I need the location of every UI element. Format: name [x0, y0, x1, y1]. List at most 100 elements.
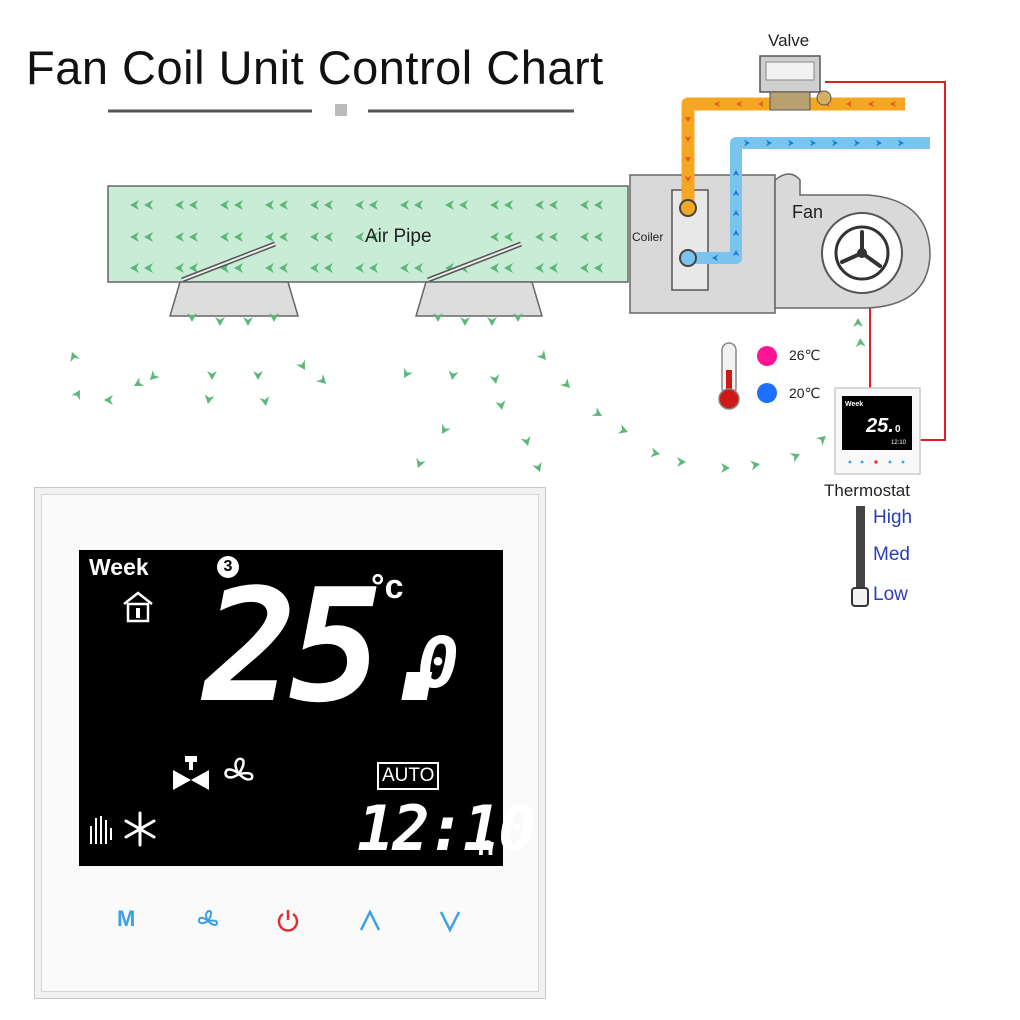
airflow-arrow: [460, 317, 470, 326]
airflow-arrow: [269, 313, 279, 322]
cold-pipe-arrow: [788, 139, 794, 147]
air-pipe-arrow: [130, 263, 139, 273]
air-pipe-arrow: [535, 200, 544, 210]
airflow-arrow: [677, 457, 686, 467]
airflow-arrow: [650, 447, 660, 458]
chart-title: Fan Coil Unit Control Chart: [26, 41, 604, 94]
cold-pipe-arrow: [854, 139, 860, 147]
airflow-arrow: [617, 424, 628, 434]
airflow-arrow: [253, 371, 263, 380]
cold-outlet: [679, 249, 697, 267]
airflow-arrow: [532, 461, 542, 472]
hot-pipe-arrow: [684, 156, 692, 162]
lcd-screen: Week 3 25. 0 °c AUTO: [79, 550, 536, 866]
air-pipe-arrow: [535, 232, 544, 242]
cold-pipe-arrow: [744, 139, 750, 147]
clock-suffix: h: [477, 830, 495, 861]
hot-pipe-arrow: [890, 100, 896, 108]
air-pipe-arrow: [310, 200, 319, 210]
airflow-arrow: [215, 317, 225, 326]
fan-icon: [197, 910, 218, 926]
valve-label: Valve: [768, 31, 810, 50]
air-pipe-arrow: [310, 232, 319, 242]
air-pipe-arrow: [490, 232, 499, 242]
airflow-arrow: [134, 377, 145, 386]
air-pipe-arrow: [490, 263, 499, 273]
air-pipe-arrow: [535, 263, 544, 273]
valve-wire: [825, 81, 946, 441]
fan-speed-low: Low: [873, 584, 908, 605]
airflow-arrow: [416, 457, 426, 468]
fan-label: Fan: [792, 202, 824, 222]
air-pipe-arrow: [324, 232, 333, 242]
hot-pipe-arrow: [736, 100, 742, 108]
airflow-arrow: [855, 338, 866, 348]
indoor-home-icon: [123, 591, 153, 623]
air-pipe-arrow: [369, 232, 378, 242]
hot-pipe-arrow: [684, 176, 692, 182]
svg-text:Week: Week: [845, 401, 863, 408]
clock-time: 12:10: [357, 792, 536, 865]
airflow-arrow: [71, 390, 80, 401]
current-temperature: 25.: [203, 555, 469, 737]
air-pipe-arrow: [594, 200, 603, 210]
air-pipe-arrow: [324, 200, 333, 210]
coiler-label: Coiler: [632, 230, 664, 244]
air-pipe-arrow: [189, 200, 198, 210]
diffuser-right: [414, 281, 544, 317]
diffuser-left: [168, 281, 300, 317]
cold-temperature-label: 20℃: [789, 385, 821, 401]
temperature-decimal: 0: [417, 622, 460, 704]
air-pipe-arrows: [130, 200, 603, 273]
hot-water-pipe: [681, 97, 905, 208]
mode-button[interactable]: M: [117, 906, 136, 931]
up-button[interactable]: [357, 908, 383, 934]
airflow-arrow: [853, 318, 863, 327]
airflow-arrow: [520, 436, 531, 446]
hot-pipe-arrow: [758, 100, 764, 108]
air-pipe-arrow: [355, 200, 364, 210]
cold-pipe-arrows: [712, 139, 904, 262]
down-icon: [439, 911, 461, 933]
cold-pipe-arrow: [732, 210, 740, 216]
air-pipe-arrow: [594, 232, 603, 242]
airflow-arrow: [243, 317, 253, 326]
air-pipe-arrow: [414, 200, 423, 210]
air-pipe-arrow: [234, 200, 243, 210]
air-pipe-arrow: [189, 232, 198, 242]
air-pipe-arrow: [175, 200, 184, 210]
power-icon: [277, 910, 299, 932]
air-pipe-arrow: [369, 200, 378, 210]
svg-text:25.: 25.: [865, 415, 894, 437]
program-number: 3: [217, 556, 239, 578]
air-pipe-arrow: [580, 263, 589, 273]
small-thermostat: Week 25. 0 12:10: [834, 387, 921, 475]
air-pipe-arrow: [400, 263, 409, 273]
cold-pipe-arrow: [898, 139, 904, 147]
air-pipe-arrow: [234, 232, 243, 242]
fan-button[interactable]: [195, 908, 221, 934]
down-button[interactable]: [437, 908, 463, 934]
fan-speed-high: High: [873, 507, 913, 528]
air-pipe-arrow: [310, 263, 319, 273]
thermostat-panel: Week 3 25. 0 °c AUTO: [34, 487, 546, 999]
air-pipe-arrow: [279, 200, 288, 210]
airflow-arrow: [560, 378, 570, 388]
air-pipe-arrow: [234, 263, 243, 273]
hot-pipe-arrow: [846, 100, 852, 108]
power-button[interactable]: [275, 908, 301, 934]
airflow-arrow: [513, 313, 523, 322]
cooling-snowflake-icon: [124, 811, 156, 847]
cold-pipe-arrow: [810, 139, 816, 147]
svg-text:0: 0: [895, 424, 901, 435]
air-pipe-arrow: [144, 263, 153, 273]
airflow-arrow: [489, 374, 500, 384]
airflow-arrow: [70, 352, 80, 363]
air-pipe-arrow: [220, 232, 229, 242]
airflow-arrow: [721, 463, 730, 473]
cold-pipe-arrow: [766, 139, 772, 147]
air-pipe-arrow: [175, 232, 184, 242]
air-pipe-arrow: [504, 200, 513, 210]
air-pipe-arrow: [414, 263, 423, 273]
